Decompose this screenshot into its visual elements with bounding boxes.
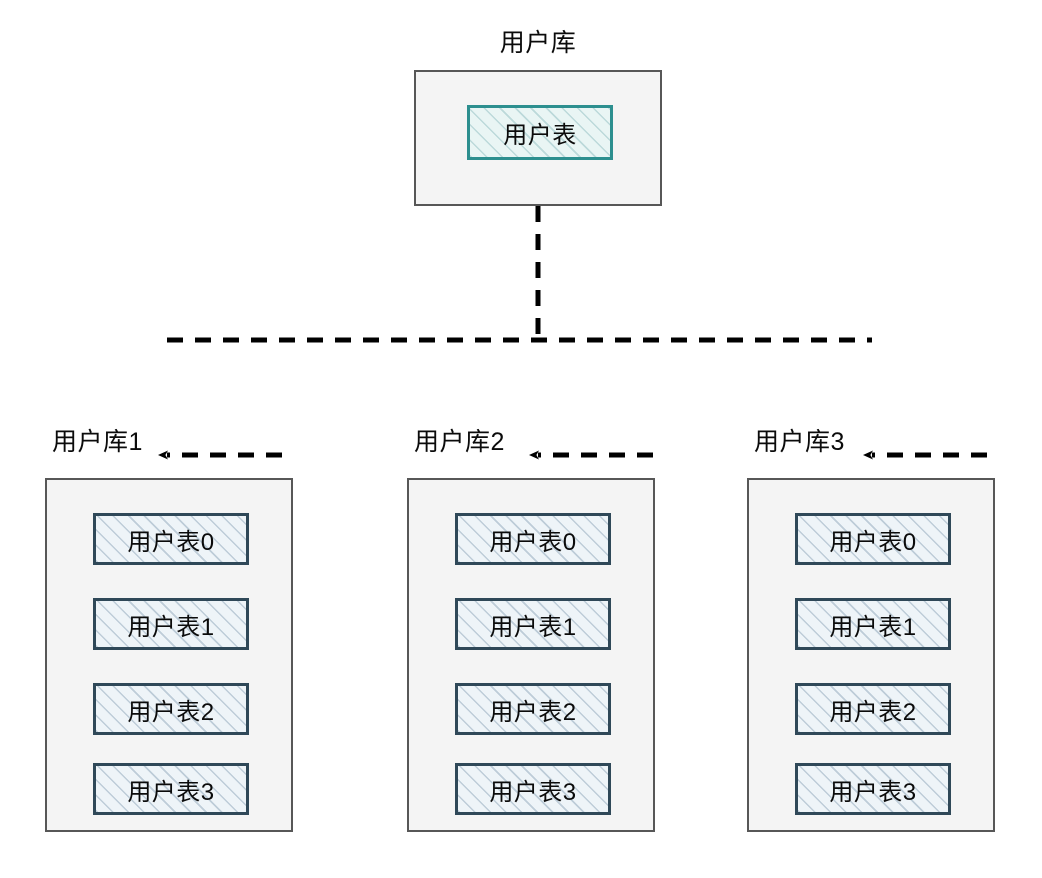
shard-2-table-3[interactable]: 用户表3 (455, 763, 611, 815)
shard-2-table-1-label: 用户表1 (489, 613, 577, 641)
shard-3-table-2-label: 用户表2 (829, 698, 917, 726)
shard-3-table-1-label: 用户表1 (829, 613, 917, 641)
shard-1-table-1-label: 用户表1 (127, 613, 215, 641)
shard-2-container[interactable]: 用户表0 用户表1 用户表2 用户表3 (407, 478, 655, 832)
shard-2-table-3-label: 用户表3 (489, 778, 577, 806)
shard-1-label: 用户库1 (52, 428, 143, 456)
shard-3-table-3-label: 用户表3 (829, 778, 917, 806)
shard-1-container[interactable]: 用户表0 用户表1 用户表2 用户表3 (45, 478, 293, 832)
shard-2-table-0[interactable]: 用户表0 (455, 513, 611, 565)
shard-3-label: 用户库3 (754, 428, 845, 456)
shard-2-table-2-label: 用户表2 (489, 698, 577, 726)
shard-2-table-0-label: 用户表0 (489, 528, 577, 556)
shard-3-table-0-label: 用户表0 (829, 528, 917, 556)
source-table-box[interactable]: 用户表 (467, 105, 613, 160)
source-db-container[interactable]: 用户表 (414, 70, 662, 206)
shard-3-table-3[interactable]: 用户表3 (795, 763, 951, 815)
shard-1-table-3-label: 用户表3 (127, 778, 215, 806)
source-table-label: 用户表 (503, 122, 577, 149)
shard-3-table-1[interactable]: 用户表1 (795, 598, 951, 650)
shard-2-table-1[interactable]: 用户表1 (455, 598, 611, 650)
shard-1-table-3[interactable]: 用户表3 (93, 763, 249, 815)
shard-1-table-0-label: 用户表0 (127, 528, 215, 556)
shard-1-table-0[interactable]: 用户表0 (93, 513, 249, 565)
shard-3-table-0[interactable]: 用户表0 (795, 513, 951, 565)
shard-1-table-2-label: 用户表2 (127, 698, 215, 726)
shard-2-label: 用户库2 (414, 428, 505, 456)
shard-1-table-1[interactable]: 用户表1 (93, 598, 249, 650)
shard-3-container[interactable]: 用户表0 用户表1 用户表2 用户表3 (747, 478, 995, 832)
shard-1-table-2[interactable]: 用户表2 (93, 683, 249, 735)
shard-2-table-2[interactable]: 用户表2 (455, 683, 611, 735)
shard-3-table-2[interactable]: 用户表2 (795, 683, 951, 735)
source-db-label: 用户库 (499, 29, 577, 57)
